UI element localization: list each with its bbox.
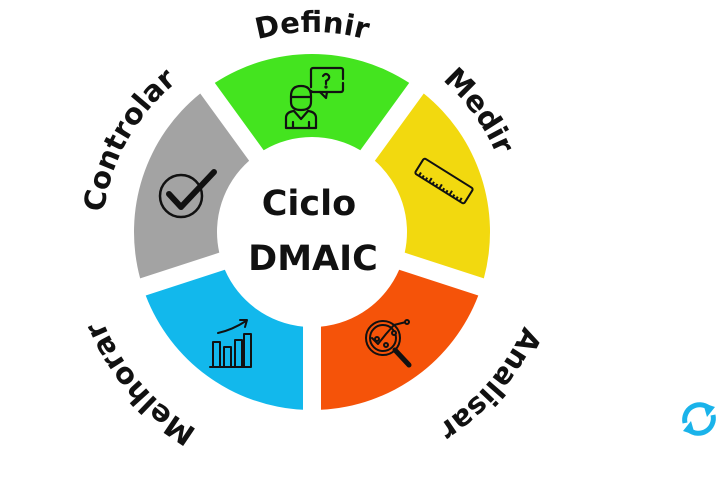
check-circle-icon <box>158 169 217 219</box>
person-question-icon <box>284 66 345 130</box>
label-definir: Definir <box>252 5 374 46</box>
segment-controlar <box>134 93 250 279</box>
medir-wedge <box>374 93 491 279</box>
ruler-icon <box>414 157 474 205</box>
segment-medir <box>374 93 491 279</box>
magnifier-chart-icon <box>365 319 412 368</box>
bar-chart-growth-icon <box>209 319 252 368</box>
center-title-line1: Ciclo <box>262 184 356 224</box>
segment-melhorar <box>145 269 304 410</box>
refresh-icon[interactable] <box>682 402 716 436</box>
center-title-line2: DMAIC <box>248 239 378 279</box>
melhorar-wedge <box>145 269 304 410</box>
controlar-wedge <box>134 93 250 279</box>
